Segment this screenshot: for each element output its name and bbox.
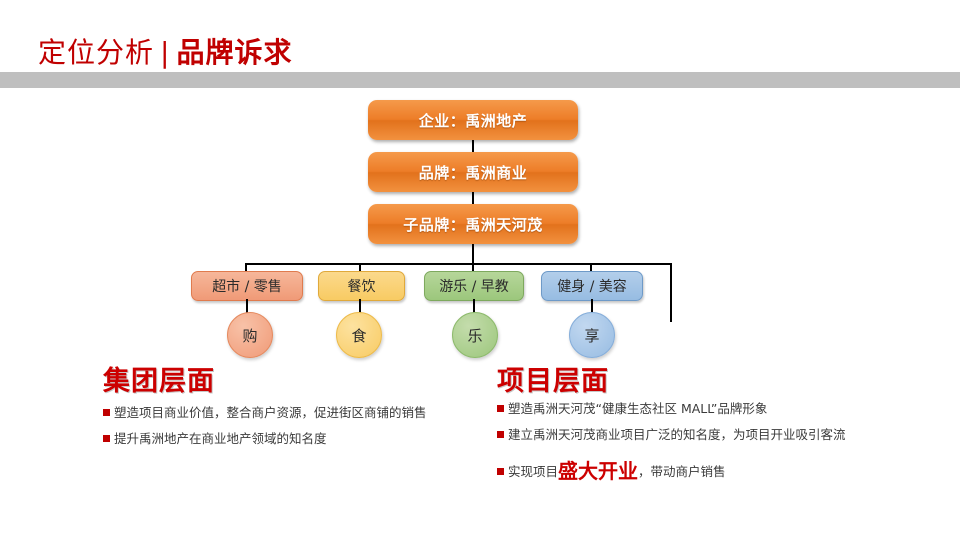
- connector-drop-fitness: [590, 263, 592, 272]
- connector-drop-dining: [359, 263, 361, 272]
- connector-reserved-branch: [670, 263, 672, 322]
- highlight-suffix: ，带动商户销售: [638, 464, 726, 479]
- page-title-accent: 品牌诉求: [176, 36, 293, 69]
- page-title-separator: |: [160, 36, 171, 69]
- connector-bus: [245, 263, 671, 265]
- org-chart: 企业：禹洲地产 品牌：禹洲商业 子品牌：禹洲天河茂 超市 / 零售 餐饮 游乐 …: [0, 88, 960, 368]
- page-title-main: 定位分析: [38, 36, 155, 69]
- connector-fitness-to-circle: [591, 299, 593, 314]
- group-level-bullet-2: 提升禹洲地产在商业地产领域的知名度: [103, 430, 443, 447]
- connector-dining-to-circle: [359, 299, 361, 314]
- category-circle-play[interactable]: 乐: [452, 312, 498, 358]
- org-node-brand[interactable]: 品牌：禹洲商业: [368, 152, 578, 192]
- connector-drop-supermarket: [245, 263, 247, 272]
- connector-entertainment-to-circle: [473, 299, 475, 314]
- category-box-entertainment[interactable]: 游乐 / 早教: [424, 271, 524, 301]
- header-divider: [0, 72, 960, 88]
- connector-company-to-brand: [472, 140, 474, 152]
- highlight-prefix: 实现项目: [508, 464, 559, 479]
- project-level-bullet-2: 建立禹洲天河茂商业项目广泛的知名度，为项目开业吸引客流: [497, 426, 897, 443]
- page-title: 定位分析|品牌诉求: [38, 36, 292, 70]
- connector-supermarket-to-circle: [246, 299, 248, 314]
- highlight-emphasis: 盛大开业: [558, 459, 639, 483]
- group-level-heading: 集团层面: [103, 366, 215, 397]
- category-box-supermarket[interactable]: 超市 / 零售: [191, 271, 303, 301]
- connector-subbrand-trunk: [472, 244, 474, 265]
- category-box-dining[interactable]: 餐饮: [318, 271, 405, 301]
- connector-drop-entertainment: [472, 263, 474, 272]
- project-level-bullet-1: 塑造禹洲天河茂“健康生态社区 MALL”品牌形象: [497, 400, 897, 417]
- category-circle-shop[interactable]: 购: [227, 312, 273, 358]
- group-level-bullet-1: 塑造项目商业价值，整合商户资源，促进街区商铺的销售: [103, 404, 443, 421]
- category-box-fitness[interactable]: 健身 / 美容: [541, 271, 643, 301]
- project-level-bullet-highlight: 实现项目盛大开业，带动商户销售: [497, 461, 897, 481]
- connector-brand-to-subbrand: [472, 192, 474, 204]
- org-node-company[interactable]: 企业：禹洲地产: [368, 100, 578, 140]
- org-node-subbrand[interactable]: 子品牌：禹洲天河茂: [368, 204, 578, 244]
- category-circle-enjoy[interactable]: 享: [569, 312, 615, 358]
- category-circle-eat[interactable]: 食: [336, 312, 382, 358]
- project-level-heading: 项目层面: [497, 366, 609, 397]
- section-group-level: 集团层面 塑造项目商业价值，整合商户资源，促进街区商铺的销售 提升禹洲地产在商业…: [103, 366, 443, 456]
- section-project-level: 项目层面 塑造禹洲天河茂“健康生态社区 MALL”品牌形象 建立禹洲天河茂商业项…: [497, 366, 897, 489]
